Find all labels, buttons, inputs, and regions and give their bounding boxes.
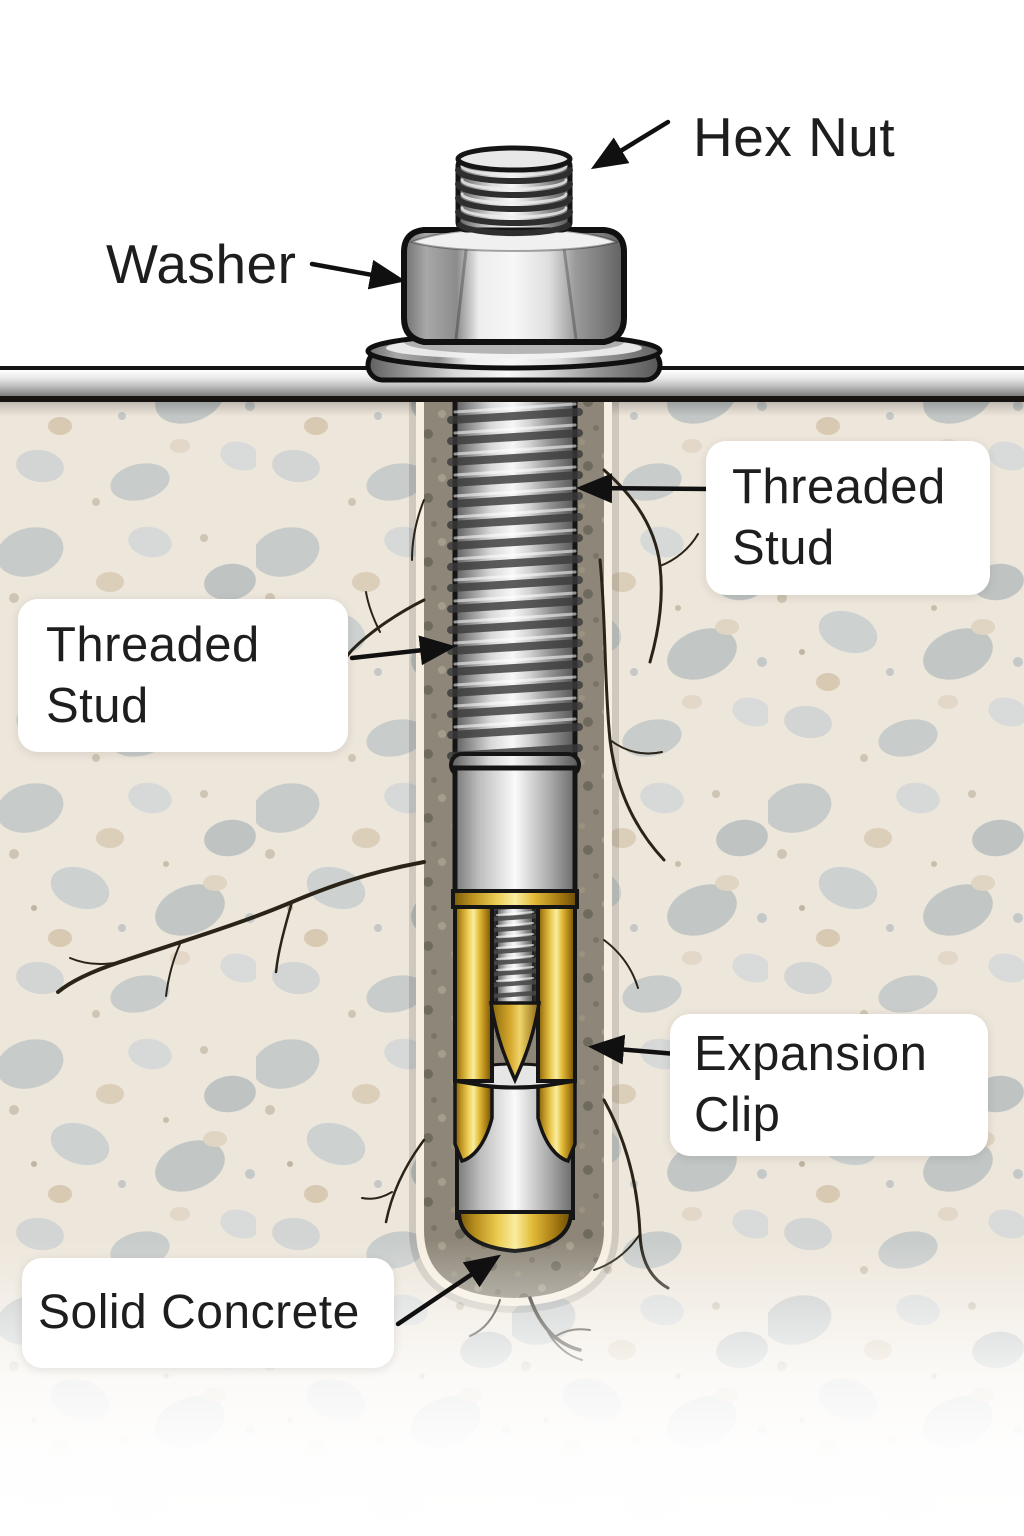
threaded-stud-right-line1: Threaded — [732, 460, 946, 515]
expansion-clip-label: Expansion Clip — [670, 1014, 988, 1156]
solid-concrete-arrow — [395, 1254, 501, 1327]
expansion-clip — [451, 889, 579, 1164]
threaded-stud-right-line2: Stud — [732, 521, 835, 575]
expansion-clip-arrow — [588, 1034, 679, 1065]
hex-nut-label: Hex Nut — [693, 106, 896, 168]
threaded-stud-right-arrow — [576, 473, 713, 504]
threaded-stud-label-left: Threaded Stud — [18, 599, 348, 752]
hex-nut — [401, 227, 627, 354]
expansion-clip-line1: Expansion — [694, 1027, 928, 1082]
expansion-clip-line2: Clip — [694, 1088, 781, 1142]
washer-label: Washer — [106, 233, 297, 295]
washer-arrow — [309, 259, 406, 290]
threaded-stud-label-right: Threaded Stud — [706, 441, 990, 595]
leader-arrows — [309, 119, 713, 1327]
threaded-stud-left-line2: Stud — [46, 678, 149, 733]
solid-concrete-label: Solid Concrete — [22, 1258, 394, 1368]
stud-tip — [455, 145, 573, 237]
threaded-stud-left-arrow — [349, 635, 456, 666]
threaded-stud-left-line1: Threaded — [46, 617, 260, 672]
hex-nut-arrow — [590, 119, 671, 170]
threaded-stud — [447, 392, 583, 905]
